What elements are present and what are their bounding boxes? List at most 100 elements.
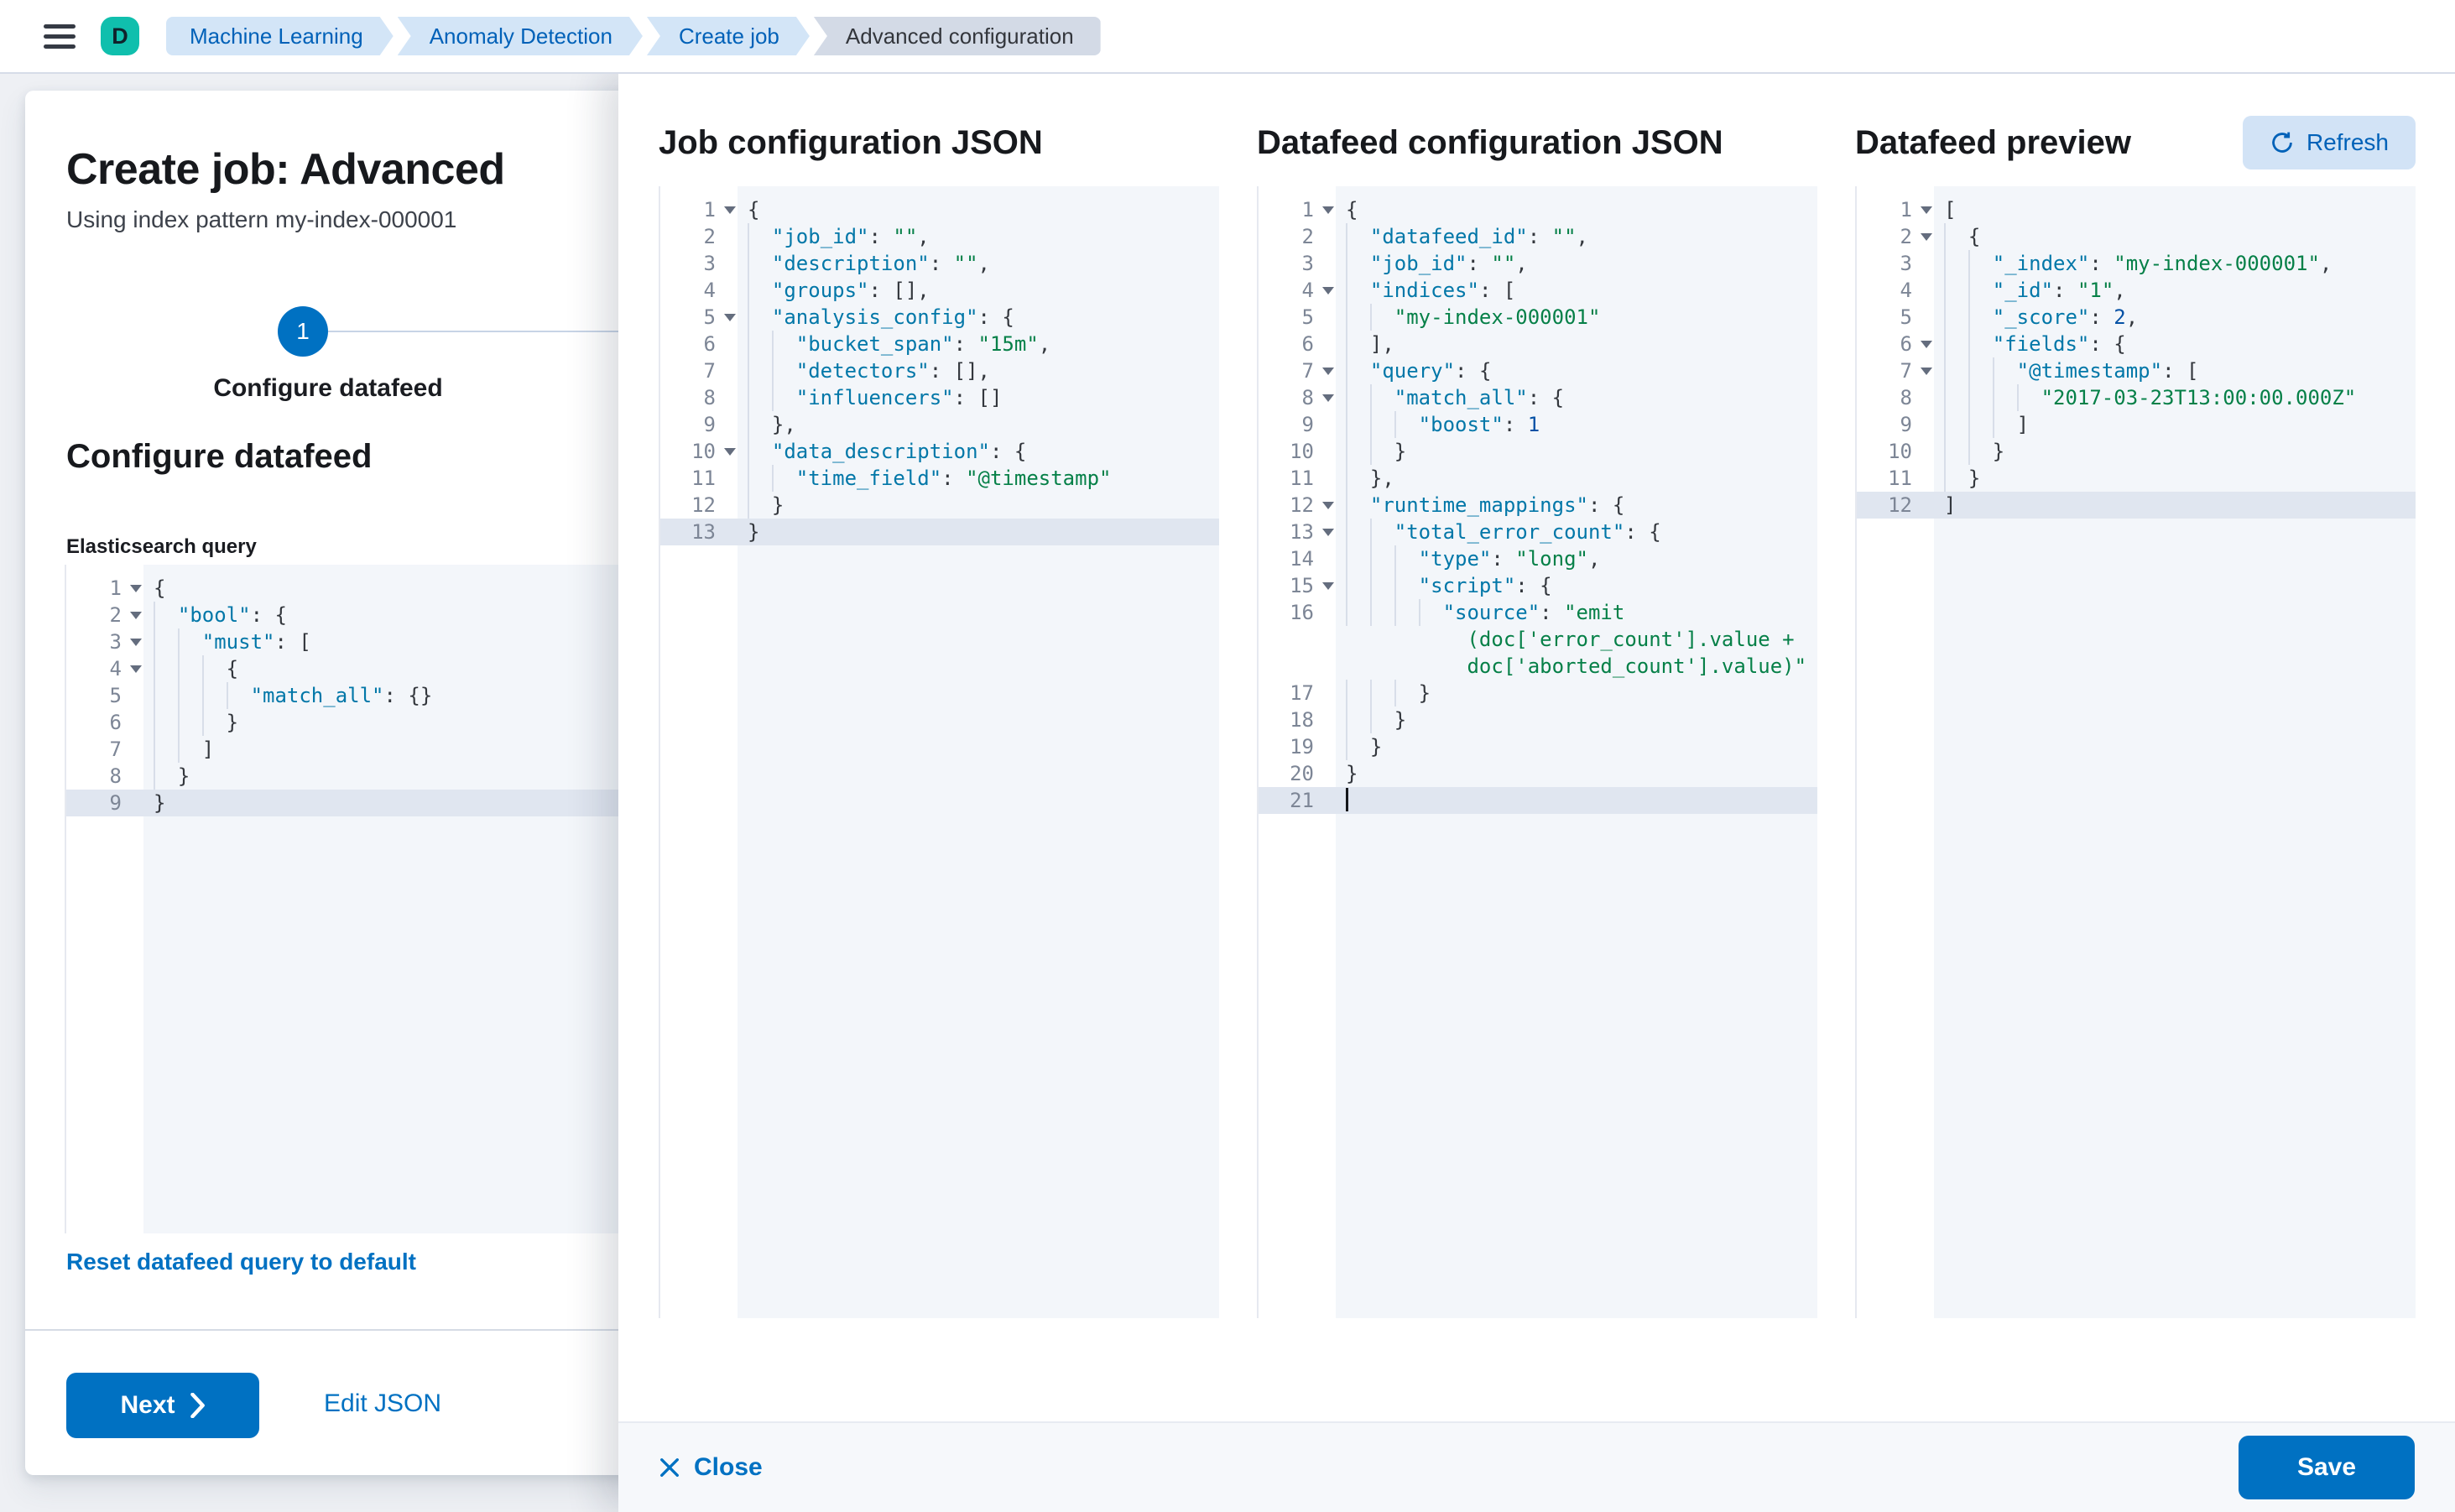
save-button[interactable]: Save bbox=[2239, 1436, 2415, 1499]
fold-toggle-icon[interactable] bbox=[1921, 368, 1932, 375]
indent-guide bbox=[1369, 519, 1394, 545]
code-line[interactable]: 6"bucket_span": "15m", bbox=[660, 331, 1219, 357]
code-line[interactable]: 8"match_all": { bbox=[1259, 384, 1817, 411]
code-line[interactable]: 16"source": "emit bbox=[1259, 599, 1817, 626]
code-line[interactable]: 9"boost": 1 bbox=[1259, 411, 1817, 438]
page-subtitle: Using index pattern my-index-000001 bbox=[66, 206, 457, 232]
code-line[interactable]: 7"detectors": [], bbox=[660, 357, 1219, 384]
code-line[interactable]: 17} bbox=[1259, 680, 1817, 706]
code-line[interactable]: 1[ bbox=[1857, 196, 2416, 223]
code-line[interactable]: 7] bbox=[66, 736, 638, 763]
code-line[interactable]: 11} bbox=[1857, 465, 2416, 492]
code-line[interactable]: 2"job_id": "", bbox=[660, 223, 1219, 250]
next-button[interactable]: Next bbox=[66, 1373, 259, 1438]
code-line[interactable]: 12] bbox=[1857, 492, 2416, 519]
fold-toggle-icon[interactable] bbox=[130, 665, 142, 673]
code-line[interactable]: 12} bbox=[660, 492, 1219, 519]
fold-toggle-icon[interactable] bbox=[130, 612, 142, 619]
code-line[interactable]: 4"_id": "1", bbox=[1857, 277, 2416, 304]
code-line[interactable]: 1{ bbox=[66, 575, 638, 602]
code-line[interactable]: 3"description": "", bbox=[660, 250, 1219, 277]
code-line[interactable]: 9} bbox=[66, 790, 638, 816]
code-line[interactable]: 5"analysis_config": { bbox=[660, 304, 1219, 331]
code-line[interactable]: 11"time_field": "@timestamp" bbox=[660, 465, 1219, 492]
code-line[interactable]: 8} bbox=[66, 763, 638, 790]
code-line[interactable]: 6], bbox=[1259, 331, 1817, 357]
fold-toggle-icon[interactable] bbox=[1322, 206, 1334, 214]
code-line[interactable]: 2"bool": { bbox=[66, 602, 638, 628]
job-configuration-editor[interactable]: 1{2"job_id": "",3"description": "",4"gro… bbox=[659, 186, 1219, 1318]
code-line[interactable]: 6"fields": { bbox=[1857, 331, 2416, 357]
code-text bbox=[1336, 787, 1817, 814]
code-line[interactable]: 7"query": { bbox=[1259, 357, 1817, 384]
fold-toggle-icon[interactable] bbox=[724, 314, 736, 321]
step-1-label[interactable]: Configure datafeed bbox=[213, 374, 443, 402]
code-line[interactable]: 4{ bbox=[66, 655, 638, 682]
code-line[interactable]: (doc['error_count'].value + bbox=[1259, 626, 1817, 653]
code-line[interactable]: 14"type": "long", bbox=[1259, 545, 1817, 572]
code-line[interactable]: 5"my-index-000001" bbox=[1259, 304, 1817, 331]
code-line[interactable]: 2{ bbox=[1857, 223, 2416, 250]
code-line[interactable]: 20} bbox=[1259, 760, 1817, 787]
menu-icon[interactable] bbox=[44, 18, 76, 55]
code-line[interactable]: 7"@timestamp": [ bbox=[1857, 357, 2416, 384]
code-line[interactable]: 1{ bbox=[1259, 196, 1817, 223]
fold-toggle-icon[interactable] bbox=[1322, 529, 1334, 536]
code-line[interactable]: 11}, bbox=[1259, 465, 1817, 492]
code-line[interactable]: 10} bbox=[1857, 438, 2416, 465]
code-line[interactable]: 9}, bbox=[660, 411, 1219, 438]
fold-toggle-icon[interactable] bbox=[1322, 368, 1334, 375]
elasticsearch-query-editor[interactable]: 1{2"bool": {3"must": [4{5"match_all": {}… bbox=[65, 565, 638, 1233]
fold-toggle-icon[interactable] bbox=[724, 206, 736, 214]
line-number: 10 bbox=[660, 438, 738, 465]
code-line[interactable]: 2"datafeed_id": "", bbox=[1259, 223, 1817, 250]
code-line[interactable]: 12"runtime_mappings": { bbox=[1259, 492, 1817, 519]
fold-toggle-icon[interactable] bbox=[724, 448, 736, 456]
code-line[interactable]: 18} bbox=[1259, 706, 1817, 733]
indent-guide bbox=[771, 331, 796, 357]
code-line[interactable]: 8"2017-03-23T13:00:00.000Z" bbox=[1857, 384, 2416, 411]
code-line[interactable]: 13"total_error_count": { bbox=[1259, 519, 1817, 545]
fold-toggle-icon[interactable] bbox=[1322, 287, 1334, 295]
fold-toggle-icon[interactable] bbox=[1322, 394, 1334, 402]
breadcrumb-item[interactable]: Create job bbox=[647, 17, 810, 55]
code-line[interactable]: 5"_score": 2, bbox=[1857, 304, 2416, 331]
code-line[interactable]: 8"influencers": [] bbox=[660, 384, 1219, 411]
breadcrumb-item[interactable]: Machine Learning bbox=[166, 17, 394, 55]
fold-toggle-icon[interactable] bbox=[1921, 206, 1932, 214]
datafeed-configuration-editor[interactable]: 1{2"datafeed_id": "",3"job_id": "",4"ind… bbox=[1257, 186, 1817, 1318]
code-line[interactable]: 6} bbox=[66, 709, 638, 736]
line-number: 21 bbox=[1290, 789, 1314, 812]
code-line[interactable]: 9] bbox=[1857, 411, 2416, 438]
space-avatar[interactable]: D bbox=[101, 17, 139, 55]
step-1-indicator[interactable]: 1 bbox=[278, 306, 328, 357]
code-line[interactable]: 21 bbox=[1259, 787, 1817, 814]
code-line[interactable]: 3"must": [ bbox=[66, 628, 638, 655]
code-line[interactable]: 4"groups": [], bbox=[660, 277, 1219, 304]
datafeed-preview-editor[interactable]: 1[2{3"_index": "my-index-000001",4"_id":… bbox=[1855, 186, 2416, 1318]
code-line[interactable]: 4"indices": [ bbox=[1259, 277, 1817, 304]
code-line[interactable]: 13} bbox=[660, 519, 1219, 545]
code-line[interactable]: 10} bbox=[1259, 438, 1817, 465]
fold-toggle-icon[interactable] bbox=[1322, 582, 1334, 590]
fold-toggle-icon[interactable] bbox=[1921, 233, 1932, 241]
fold-toggle-icon[interactable] bbox=[1322, 502, 1334, 509]
code-line[interactable]: 1{ bbox=[660, 196, 1219, 223]
code-line[interactable]: doc['aborted_count'].value)" bbox=[1259, 653, 1817, 680]
code-line[interactable]: 15"script": { bbox=[1259, 572, 1817, 599]
breadcrumb-item[interactable]: Anomaly Detection bbox=[398, 17, 643, 55]
code-line[interactable]: 3"_index": "my-index-000001", bbox=[1857, 250, 2416, 277]
close-button[interactable]: Close bbox=[659, 1453, 763, 1482]
flyout-body: Job configuration JSON 1{2"job_id": "",3… bbox=[659, 74, 2416, 1421]
fold-toggle-icon[interactable] bbox=[1921, 341, 1932, 348]
refresh-button[interactable]: Refresh bbox=[2242, 116, 2416, 169]
code-line[interactable]: 10"data_description": { bbox=[660, 438, 1219, 465]
code-line[interactable]: 5"match_all": {} bbox=[66, 682, 638, 709]
fold-toggle-icon[interactable] bbox=[130, 585, 142, 592]
fold-toggle-icon[interactable] bbox=[130, 639, 142, 646]
code-line[interactable]: 19} bbox=[1259, 733, 1817, 760]
edit-json-link[interactable]: Edit JSON bbox=[324, 1389, 442, 1417]
code-line[interactable]: 3"job_id": "", bbox=[1259, 250, 1817, 277]
indent-guide bbox=[748, 384, 772, 411]
reset-datafeed-query-link[interactable]: Reset datafeed query to default bbox=[66, 1249, 416, 1275]
